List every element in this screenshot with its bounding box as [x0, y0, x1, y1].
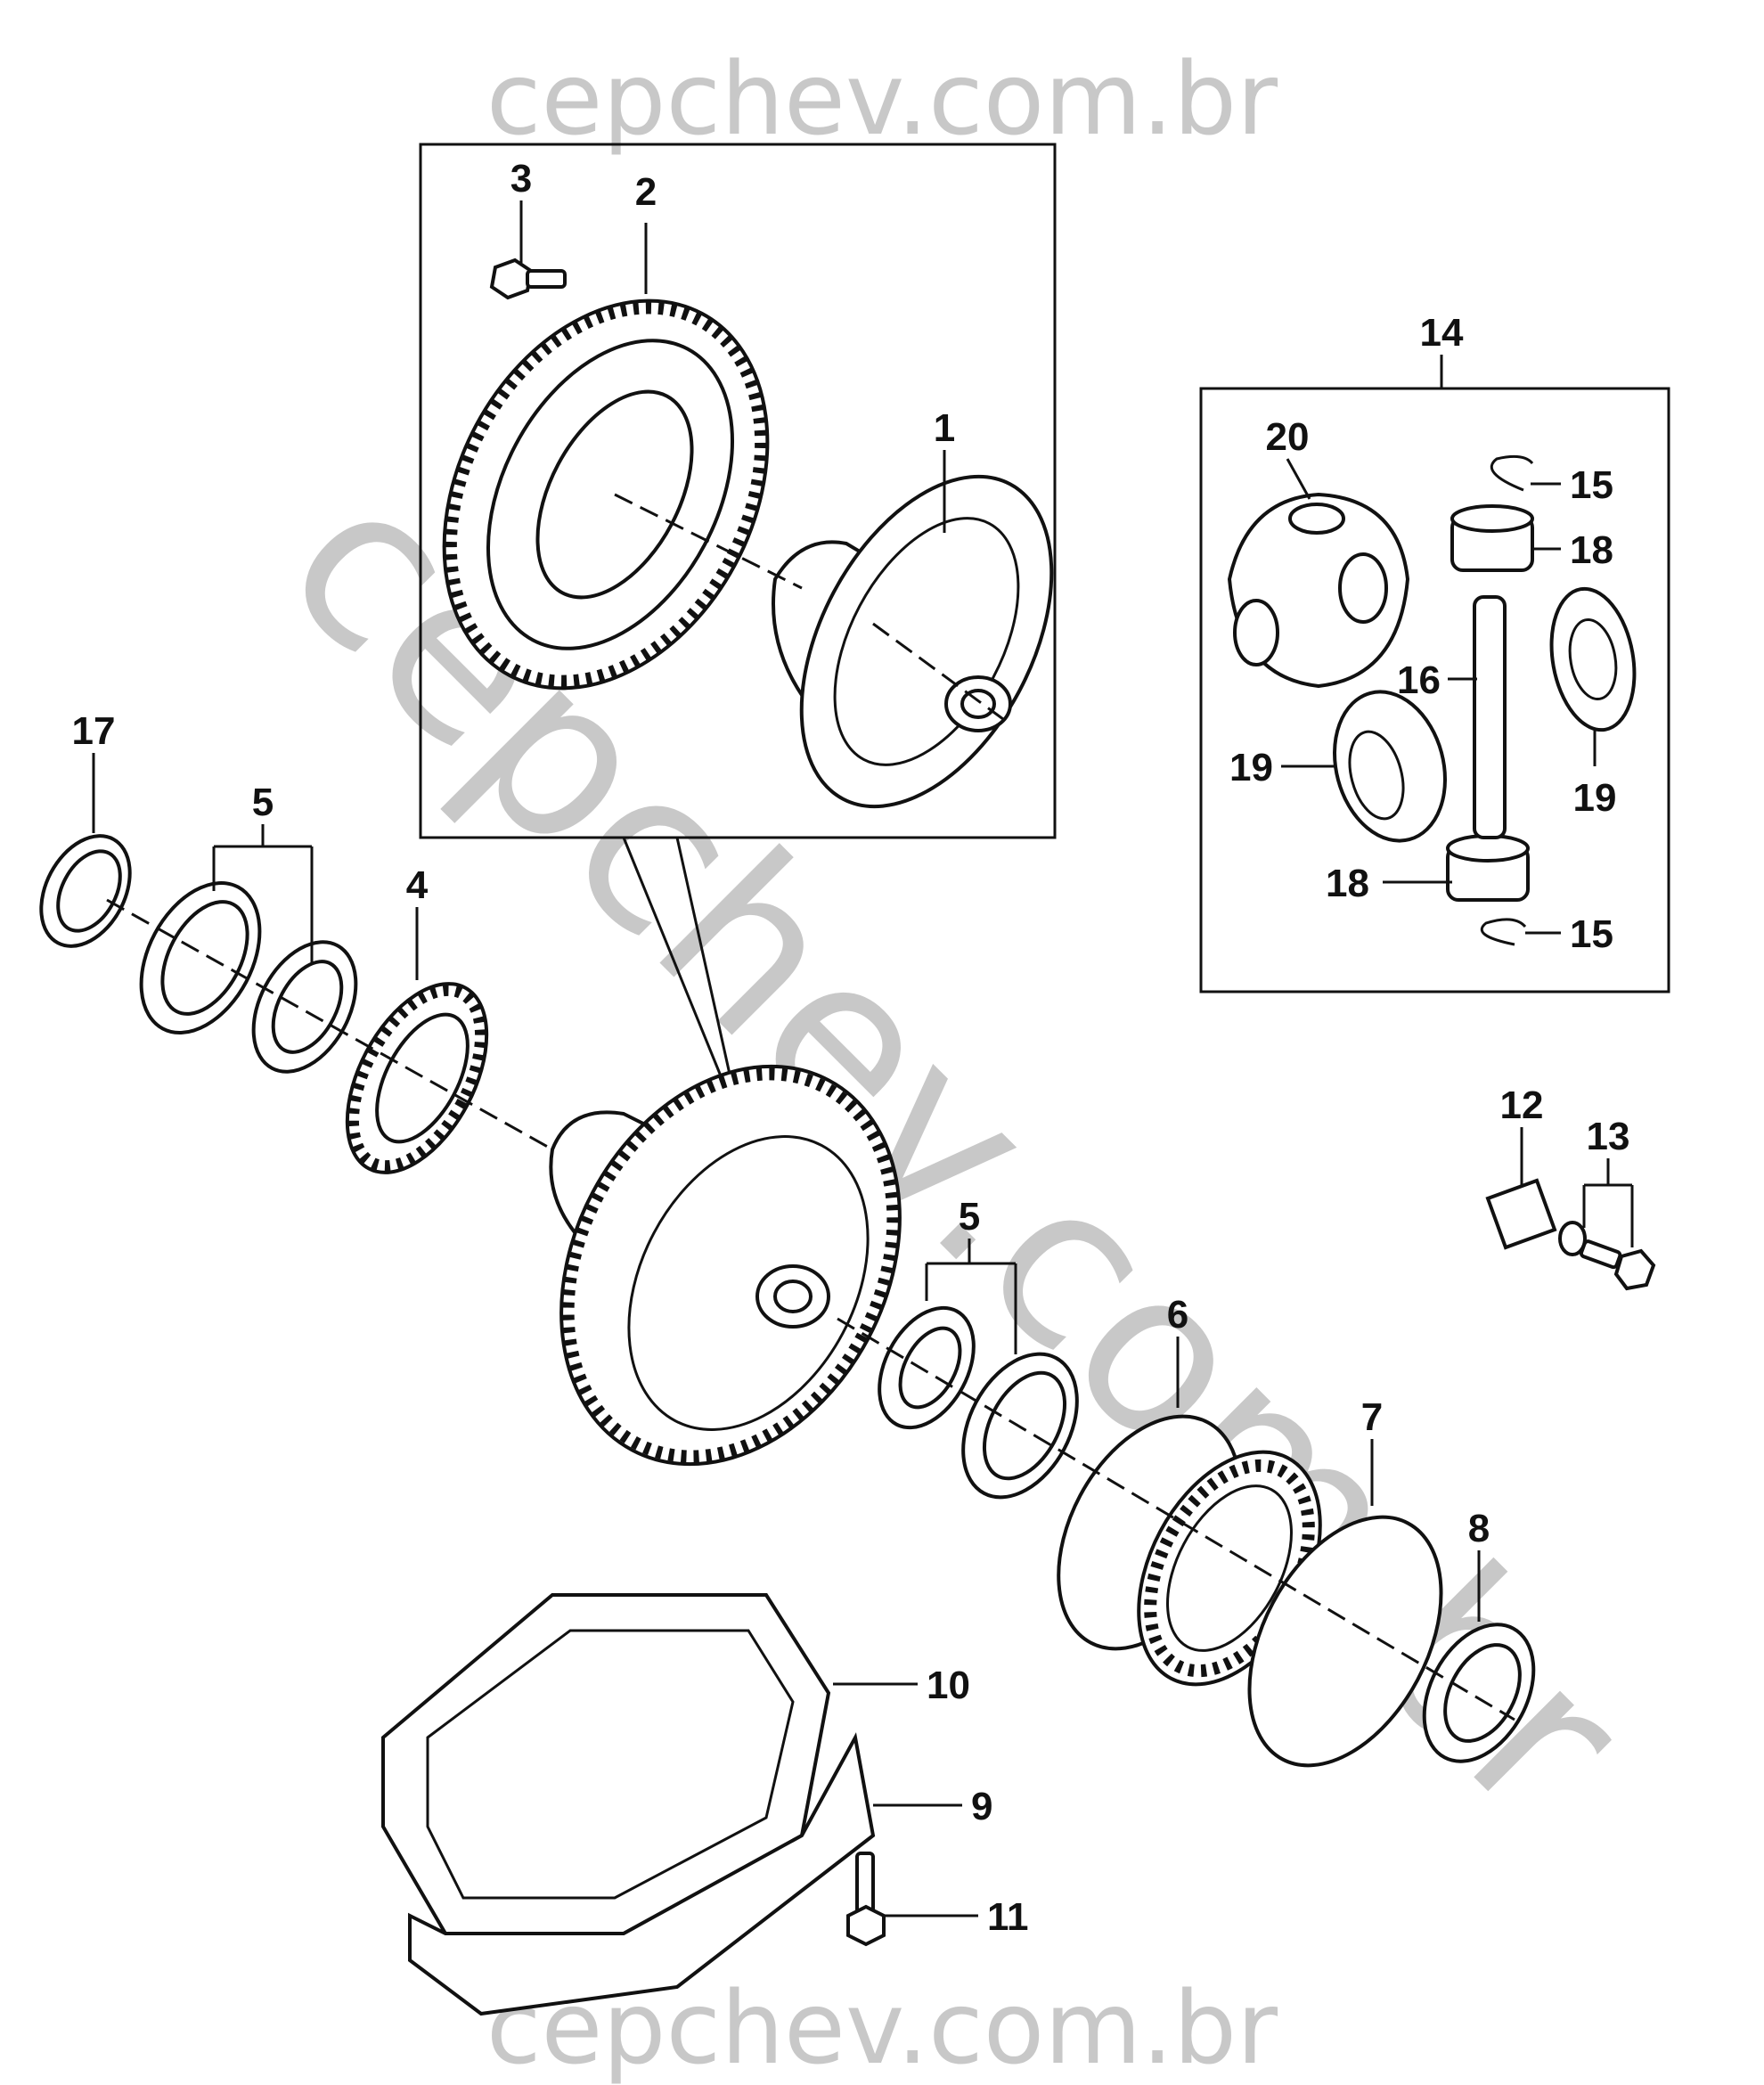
- side-gear-part-19-right: [1549, 586, 1637, 732]
- callout-8: 8: [1468, 1507, 1490, 1550]
- detail-frame-upper: [419, 143, 1057, 839]
- gear-part-4: [345, 982, 489, 1174]
- callout-19-right: 19: [1573, 776, 1617, 820]
- bolt-part-11: [846, 1852, 886, 1947]
- leader-5-right: [925, 1239, 1017, 1354]
- callout-10: 10: [927, 1664, 970, 1707]
- callout-12: 12: [1500, 1083, 1544, 1127]
- o-ring-part-7: [1247, 1515, 1443, 1768]
- side-gear-part-19-left: [1333, 690, 1447, 843]
- callout-16: 16: [1397, 658, 1441, 702]
- gasket-part-10: [381, 1593, 831, 1935]
- leader-5-left: [212, 824, 314, 962]
- callout-5-right: 5: [959, 1195, 980, 1239]
- callout-3: 3: [510, 157, 532, 200]
- oil-seal-part-8: [1422, 1623, 1536, 1763]
- axis-line-lower-right: [837, 1317, 1515, 1721]
- callout-20: 20: [1266, 415, 1310, 459]
- lock-plate-part-12: [1485, 1178, 1557, 1250]
- callout-2: 2: [635, 170, 657, 214]
- cross-pin-part-16: [1473, 595, 1507, 839]
- bolt-washer-part-13: [1558, 1221, 1656, 1291]
- callout-17: 17: [72, 709, 116, 753]
- leader-13: [1582, 1158, 1634, 1247]
- callout-6: 6: [1167, 1293, 1188, 1337]
- spider-housing-part-20: [1227, 492, 1410, 689]
- callout-13: 13: [1587, 1115, 1630, 1158]
- callout-14: 14: [1420, 311, 1464, 355]
- bolt-part-3: [489, 258, 567, 300]
- frame-connector-lines: [622, 837, 732, 1079]
- callout-7: 7: [1361, 1395, 1383, 1439]
- callout-1: 1: [934, 406, 955, 450]
- callout-15-lower: 15: [1570, 912, 1613, 956]
- callout-18-lower: 18: [1326, 862, 1369, 905]
- adjuster-ring-part-6: [1057, 1414, 1322, 1687]
- bearing-part-5-left: [139, 880, 358, 1074]
- detail-frame-part-14: [1199, 387, 1670, 993]
- circlip-part-15-lower: [1480, 918, 1527, 946]
- cover-part-9: [408, 1732, 876, 2016]
- oil-seal-part-17: [39, 834, 132, 948]
- pinion-gear-part-18-lower: [1446, 834, 1530, 902]
- callout-5-left: 5: [252, 781, 274, 824]
- callout-19-left: 19: [1229, 746, 1273, 789]
- watermark-top: cepchev.com.br: [486, 42, 1278, 158]
- pinion-gear-part-18-upper: [1450, 504, 1534, 572]
- callout-18-upper: 18: [1570, 528, 1613, 572]
- callout-9: 9: [971, 1785, 992, 1828]
- circlip-part-15-upper: [1490, 454, 1534, 492]
- axis-lines-upper: [614, 493, 1008, 724]
- callout-11: 11: [987, 1895, 1029, 1939]
- callout-15-upper: 15: [1570, 463, 1613, 507]
- differential-assembly: [549, 1064, 902, 1467]
- ring-gear-part-2: [442, 298, 770, 691]
- leader-20: [1286, 458, 1311, 500]
- differential-case-part-1: [772, 474, 1054, 809]
- callout-4: 4: [406, 863, 429, 907]
